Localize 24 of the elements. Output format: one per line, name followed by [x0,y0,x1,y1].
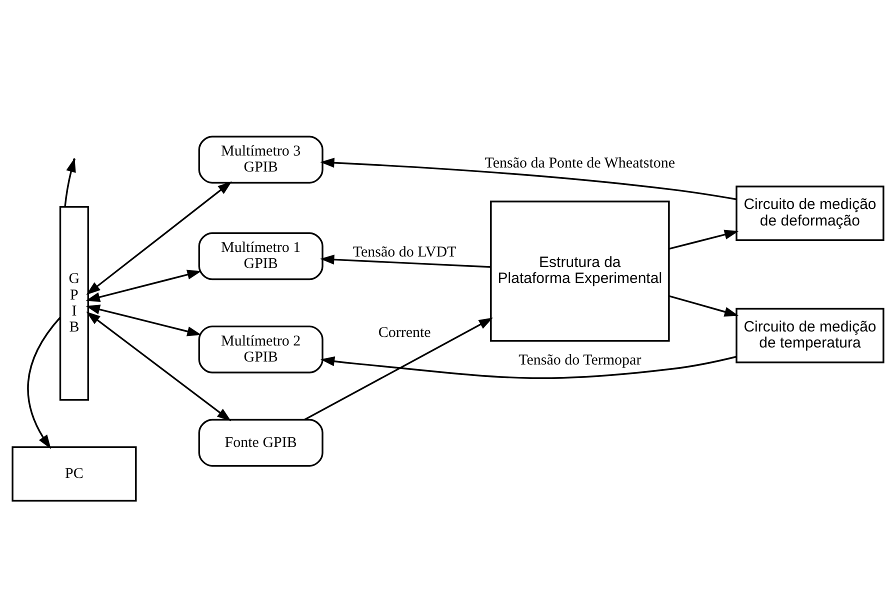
edge-label: Tensão da Ponte de Wheatstone [484,154,676,171]
node-box: Fonte GPIB [198,418,324,466]
arrow [320,254,491,268]
edge-label: Tensão do Termopar [518,352,642,368]
node-box: GPIB [59,205,90,400]
edge-label: Corrente [378,324,431,340]
arrow [320,157,736,200]
arrow [668,294,739,316]
node-box: Multímetro 2 GPIB [198,325,324,373]
node-box: Estrutura da Plataforma Experimental [490,200,670,342]
arrow [27,316,61,449]
arrow [320,355,736,378]
edge-label: Tensão do LVDT [352,244,456,260]
arrow [668,229,739,250]
arrow [86,304,202,336]
arrow [86,269,202,302]
node-box: PC [12,446,137,502]
node-box: Multímetro 3 GPIB [198,135,324,184]
node-box: Multímetro 1 GPIB [198,232,324,280]
arrow [86,311,232,421]
arrow [86,180,232,294]
arrow [304,317,494,420]
node-box: Circuito de medição de temperatura [736,307,884,363]
node-box: Circuito de medição de deformação [736,185,884,240]
